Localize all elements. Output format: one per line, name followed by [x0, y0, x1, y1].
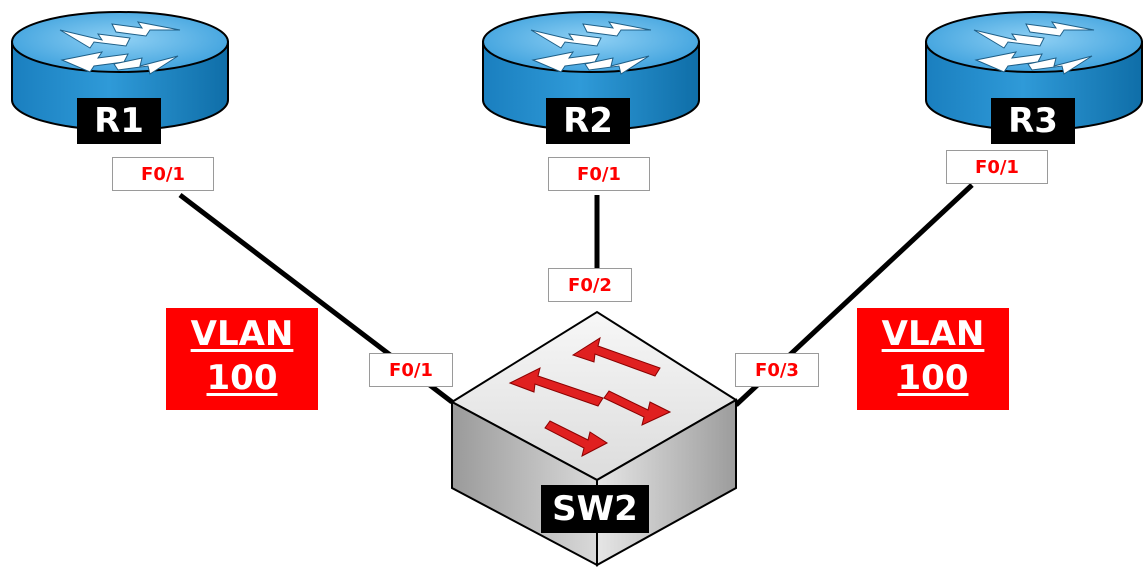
router-r3-label: R3 — [991, 98, 1075, 144]
router-r1-label: R1 — [77, 98, 161, 144]
vlan-right-line2: 100 — [897, 358, 969, 398]
switch-sw2-icon — [450, 310, 738, 567]
port-r1-f01: F0/1 — [112, 157, 214, 191]
port-sw2-f03: F0/3 — [735, 353, 819, 387]
switch-sw2-label: SW2 — [541, 485, 649, 533]
port-sw2-f02: F0/2 — [548, 268, 632, 302]
port-sw2-f01: F0/1 — [369, 353, 453, 387]
vlan-right-line1: VLAN — [881, 314, 985, 354]
vlan-left-line2: 100 — [206, 358, 278, 398]
router-r2-label: R2 — [546, 98, 630, 144]
vlan-left-line1: VLAN — [190, 314, 294, 354]
port-r3-f01: F0/1 — [946, 150, 1048, 184]
port-r2-f01: F0/1 — [548, 157, 650, 191]
vlan-left-box: VLAN 100 — [166, 308, 318, 410]
vlan-right-box: VLAN 100 — [857, 308, 1009, 410]
